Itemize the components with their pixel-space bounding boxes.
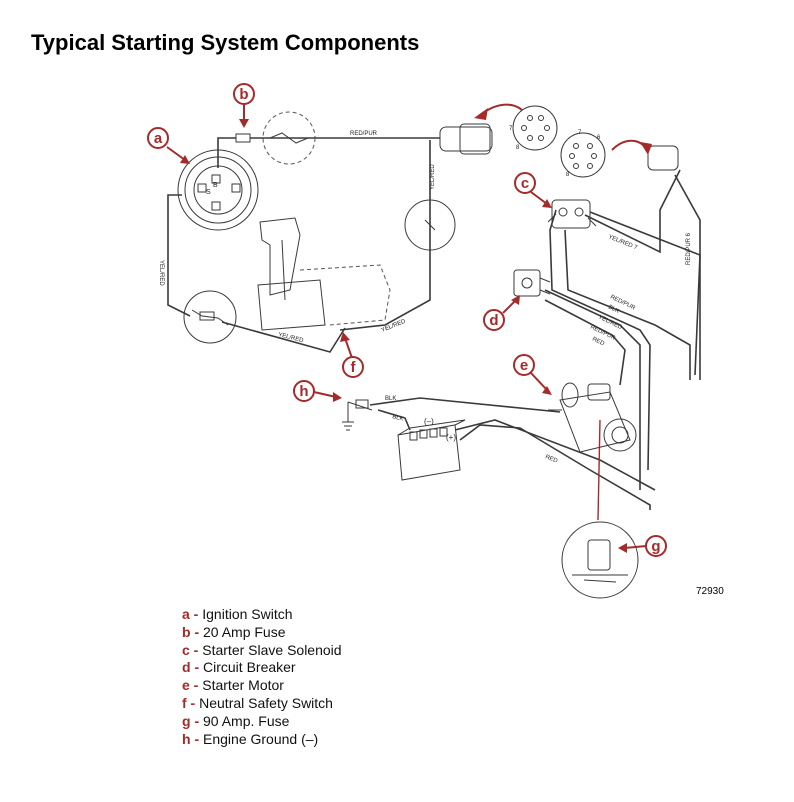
- callout-d-letter: d: [489, 312, 498, 329]
- fuse-90-amp: [561, 521, 639, 599]
- figure-number: 72930: [696, 586, 724, 597]
- engine-connector: 7 6 8: [560, 130, 679, 178]
- battery-positive-label: (+): [446, 433, 456, 442]
- callout-a: a: [147, 127, 169, 149]
- legend-text: Engine Ground (–): [203, 730, 319, 747]
- callout-g: g: [645, 535, 667, 557]
- wire-label-red-pur-6: RED/PUR 6: [686, 232, 692, 265]
- legend-letter: h: [182, 730, 191, 747]
- legend-item-c: c - Starter Slave Solenoid: [182, 642, 342, 660]
- callout-d: d: [483, 309, 505, 331]
- legend-item-h: h - Engine Ground (–): [182, 731, 342, 749]
- page-title: Typical Starting System Components: [31, 30, 420, 55]
- callout-arrows: [166, 103, 648, 553]
- fuse-20-amp: [235, 111, 316, 165]
- wire-label-yel-red-top: YEL/RED: [430, 164, 436, 190]
- callout-h: h: [293, 380, 315, 402]
- wire-label-red-pur: RED/PUR: [350, 131, 378, 137]
- wire-label-yel-red-left: YEL/RED: [158, 260, 164, 286]
- pin-number-7-right: 7: [578, 130, 582, 136]
- legend-item-a: a - Ignition Switch: [182, 606, 342, 624]
- legend-item-f: f - Neutral Safety Switch: [182, 695, 342, 713]
- callout-f-letter: f: [351, 359, 357, 376]
- callout-a-letter: a: [154, 130, 163, 147]
- engine-ground: [342, 399, 373, 431]
- pin-number-7-top: 7: [509, 126, 513, 132]
- legend-item-b: b - 20 Amp Fuse: [182, 624, 342, 642]
- legend-letter: g: [182, 712, 191, 729]
- neutral-safety-switch: [183, 290, 237, 344]
- ignition-switch: B S: [177, 149, 259, 231]
- legend-letter: a: [182, 606, 190, 622]
- legend-item-e: e - Starter Motor: [182, 677, 342, 695]
- callout-e-letter: e: [520, 357, 528, 374]
- legend-letter: c: [182, 641, 190, 658]
- callout-f: f: [342, 356, 364, 378]
- wire-label-red-1: RED: [591, 336, 606, 347]
- legend-letter: f: [182, 694, 187, 711]
- legend-item-g: g - 90 Amp. Fuse: [182, 713, 342, 731]
- legend-separator: -: [190, 730, 204, 747]
- wire-splice-detail: [404, 199, 456, 251]
- wire-label-yel-red-7: YEL/RED 7: [607, 234, 638, 251]
- starter-slave-solenoid: [547, 199, 597, 229]
- callout-b-letter: b: [239, 86, 248, 103]
- ignition-terminal-b: B: [213, 182, 218, 189]
- legend: a - Ignition Switch b - 20 Amp Fuse c - …: [182, 606, 342, 748]
- legend-text: Circuit Breaker: [203, 659, 296, 676]
- legend-separator: -: [189, 641, 203, 658]
- legend-item-d: d - Circuit Breaker: [182, 659, 342, 677]
- remote-control-box: [257, 217, 391, 331]
- callout-e: e: [513, 354, 535, 376]
- ignition-terminal-s: S: [206, 189, 211, 196]
- legend-text: Neutral Safety Switch: [199, 694, 333, 711]
- legend-separator: -: [189, 606, 203, 622]
- legend-letter: b: [182, 623, 191, 640]
- legend-text: 20 Amp Fuse: [203, 623, 286, 640]
- wire-label-blk-2: BLK: [385, 396, 396, 402]
- legend-letter: d: [182, 659, 191, 676]
- wire-label-red-2: RED: [544, 454, 559, 465]
- legend-text: Starter Motor: [202, 677, 284, 694]
- legend-separator: -: [189, 677, 203, 694]
- harness-connector: 7 8: [439, 103, 558, 155]
- callout-g-letter: g: [651, 538, 660, 555]
- legend-text: Ignition Switch: [202, 606, 293, 622]
- legend-text: Starter Slave Solenoid: [202, 641, 342, 658]
- callout-c-letter: c: [521, 175, 529, 192]
- wire-label-yel-red-bottom: YEL/RED: [278, 332, 305, 344]
- wiring-diagram: RED/PUR YEL/RED YEL/RED YEL/RED YEL/RED …: [147, 83, 701, 599]
- battery-negative-label: (–): [424, 417, 434, 426]
- wire-label-blk-1: BLK: [607, 304, 620, 314]
- callout-b: b: [233, 83, 255, 105]
- pin-number-8-top: 8: [516, 145, 520, 151]
- legend-separator: -: [190, 623, 204, 640]
- legend-separator: -: [190, 712, 204, 729]
- starter-motor: [548, 382, 637, 453]
- pin-number-8-right: 8: [566, 172, 570, 178]
- legend-separator: -: [186, 694, 200, 711]
- circuit-breaker: [513, 269, 551, 297]
- legend-letter: e: [182, 677, 190, 694]
- battery: (–) (+): [397, 417, 466, 481]
- pin-number-6-right: 6: [597, 135, 601, 141]
- wire-label-blk-3: BLK: [392, 414, 404, 423]
- legend-separator: -: [190, 659, 204, 676]
- callout-c: c: [514, 172, 536, 194]
- callout-h-letter: h: [299, 383, 308, 400]
- legend-text: 90 Amp. Fuse: [203, 712, 290, 729]
